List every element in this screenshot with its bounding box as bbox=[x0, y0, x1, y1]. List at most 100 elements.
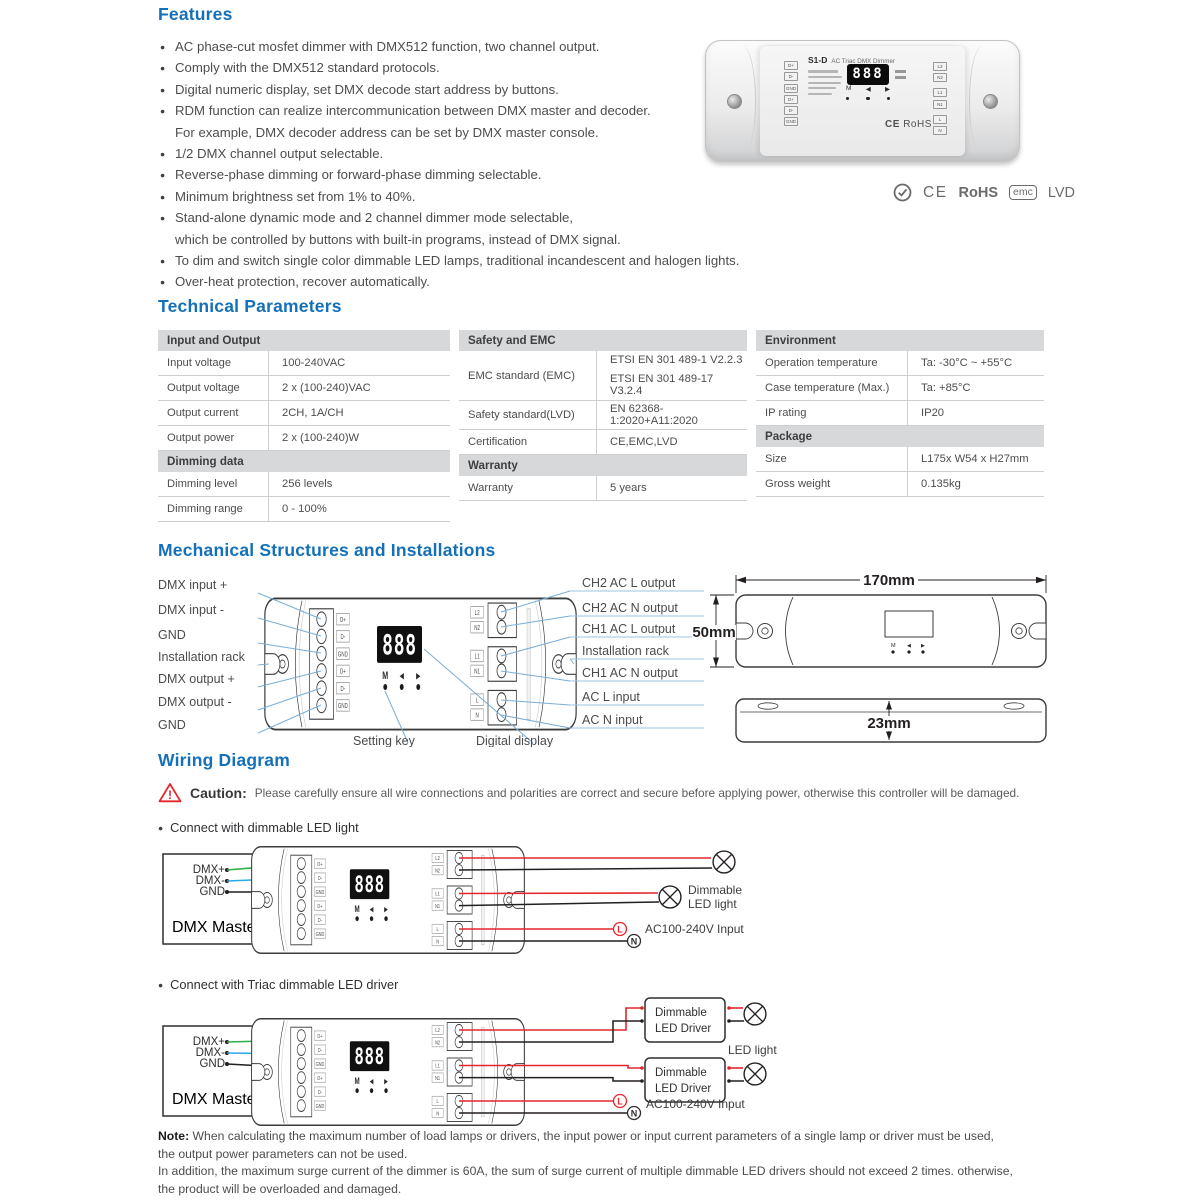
mech-label: GND bbox=[158, 718, 186, 732]
table-header: Dimming data bbox=[158, 451, 450, 472]
label-rules bbox=[570, 590, 704, 729]
list-item: RDM function can realize intercommunicat… bbox=[160, 100, 723, 123]
param-value: 256 levels bbox=[268, 472, 450, 496]
emc-standard-1: ETSI EN 301 489-1 V2.2.3 bbox=[610, 354, 743, 366]
ac-terminal-labels: L2 N2 L1 N1 L N bbox=[933, 60, 947, 135]
table-header: Input and Output bbox=[158, 330, 450, 351]
key-m: M bbox=[846, 85, 852, 92]
mech-label: DMX input + bbox=[158, 578, 227, 592]
table-environment: Environment Operation temperature Ta: -30… bbox=[756, 330, 1044, 522]
wiring-subtitle-1: Connect with dimmable LED light bbox=[158, 820, 1050, 835]
dip-switch-icon bbox=[895, 67, 906, 79]
spec-text-lines bbox=[808, 67, 842, 95]
param-value: Ta: +85°C bbox=[907, 376, 1044, 400]
param-label: Operation temperature bbox=[765, 357, 878, 369]
ch1-n-wire bbox=[458, 901, 660, 907]
key-buttons bbox=[846, 97, 890, 101]
mech-label: Installation rack bbox=[582, 644, 670, 658]
wiring-diagram-led-driver: DMX+ DMX- GND DMX Master Dimmable LED Dr… bbox=[162, 997, 777, 1126]
mech-label: DMX output + bbox=[158, 672, 235, 686]
digital-display-label: Digital display bbox=[476, 734, 554, 747]
param-value: 0 - 100% bbox=[268, 497, 450, 521]
ce-rohs-mark: CE RoHS bbox=[885, 119, 932, 130]
warning-icon: ! bbox=[158, 783, 182, 803]
caution-label: Caution: bbox=[190, 784, 247, 801]
param-value: 100-240VAC bbox=[268, 351, 450, 375]
list-item: Minimum brightness set from 1% to 40%. bbox=[160, 186, 723, 209]
ac-n-terminal bbox=[626, 933, 642, 949]
led-driver-label: Dimmable bbox=[655, 1067, 707, 1079]
led-light-label: LED light bbox=[728, 1043, 777, 1057]
ce-mark: CE bbox=[923, 183, 948, 201]
svg-text:!: ! bbox=[168, 788, 172, 802]
ac-n-terminal bbox=[626, 1105, 642, 1121]
param-value: EN 62368-1:2020+A11:2020 bbox=[596, 401, 747, 429]
product-model: S1-D bbox=[808, 55, 828, 65]
table-row: Case temperature (Max.) Ta: +85°C bbox=[756, 376, 1044, 401]
note-line: When calculating the maximum number of l… bbox=[192, 1129, 994, 1143]
device-top-view bbox=[263, 597, 578, 731]
dim-depth: 23mm bbox=[867, 715, 910, 732]
dmx-terminal-labels: D+ D- GND D+ D- GND bbox=[784, 59, 798, 127]
led-driver-label: LED Driver bbox=[655, 1023, 711, 1035]
technical-title: Technical Parameters bbox=[158, 296, 342, 316]
lamp-icon bbox=[658, 885, 682, 909]
param-label: Certification bbox=[468, 436, 528, 448]
caution-text: Please carefully ensure all wire connect… bbox=[254, 785, 1020, 800]
emc-standard-2: ETSI EN 301 489-17 V3.2.4 bbox=[610, 373, 714, 397]
note-line: the output power parameters can not be u… bbox=[158, 1146, 408, 1161]
param-label: Input voltage bbox=[167, 357, 232, 369]
param-label: Size bbox=[765, 453, 787, 465]
led-driver-box bbox=[644, 997, 726, 1043]
rohs-mark: RoHS bbox=[903, 119, 932, 130]
param-label: Output power bbox=[167, 432, 235, 444]
mechanical-title: Mechanical Structures and Installations bbox=[158, 540, 496, 560]
lvd-mark: LVD bbox=[1047, 184, 1076, 201]
table-header: Safety and EMC bbox=[459, 330, 747, 351]
table-row: Operation temperature Ta: -30°C ~ +55°C bbox=[756, 351, 1044, 376]
dimmer-device bbox=[250, 1018, 526, 1126]
wiring-title: Wiring Diagram bbox=[158, 750, 290, 770]
list-item: Comply with the DMX512 standard protocol… bbox=[160, 57, 723, 80]
list-item-continuation: For example, DMX decoder address can be … bbox=[175, 124, 599, 140]
lamp-icon bbox=[743, 1062, 767, 1086]
product-name: AC Triac DMX Dimmer bbox=[831, 58, 896, 65]
dimension-170mm: 170mm bbox=[735, 572, 1047, 593]
param-value: Ta: -30°C ~ +55°C bbox=[907, 351, 1044, 375]
table-header: Package bbox=[756, 426, 1044, 447]
list-item-continuation: which be controlled by buttons with buil… bbox=[175, 231, 621, 247]
table-header: Environment bbox=[756, 330, 1044, 351]
mech-label: DMX input - bbox=[158, 603, 224, 617]
mech-label: CH2 AC N output bbox=[582, 601, 678, 615]
terminal-label: L1 bbox=[933, 88, 947, 98]
setting-key-label: Setting key bbox=[353, 734, 416, 747]
param-label: Case temperature (Max.) bbox=[765, 382, 890, 394]
gnd-label: GND bbox=[199, 886, 225, 898]
dmx-minus-label: DMX- bbox=[196, 875, 226, 887]
param-label: IP rating bbox=[765, 407, 807, 419]
certification-row: CE RoHS emc LVD bbox=[893, 183, 1075, 202]
param-value: L175x W54 x H27mm bbox=[907, 447, 1044, 471]
ch2-l-wire bbox=[459, 1007, 641, 1031]
table-row: Size L175x W54 x H27mm bbox=[756, 447, 1044, 472]
dmx-plus-label: DMX+ bbox=[193, 864, 226, 876]
terminal-label: GND bbox=[784, 117, 798, 127]
note-line: the product will be overloaded and damag… bbox=[158, 1181, 402, 1196]
svg-text:▶: ▶ bbox=[921, 643, 925, 649]
terminal-label: N bbox=[933, 125, 947, 135]
param-label: Dimming range bbox=[167, 503, 243, 515]
parameter-tables: Input and Output Input voltage 100-240VAC… bbox=[158, 330, 1050, 522]
mech-label: Installation rack bbox=[158, 650, 246, 664]
terminal-label: D- bbox=[784, 105, 798, 115]
caution-row: ! Caution: Please carefully ensure all w… bbox=[158, 782, 1050, 803]
ch2-n-wire bbox=[459, 1020, 641, 1043]
mechanical-diagram: DMX input + DMX input - GND Installation… bbox=[158, 572, 1047, 747]
ch1-l-wire bbox=[458, 892, 659, 895]
led-driver-box bbox=[644, 1057, 726, 1103]
param-value: 2 x (100-240)VAC bbox=[268, 376, 450, 400]
